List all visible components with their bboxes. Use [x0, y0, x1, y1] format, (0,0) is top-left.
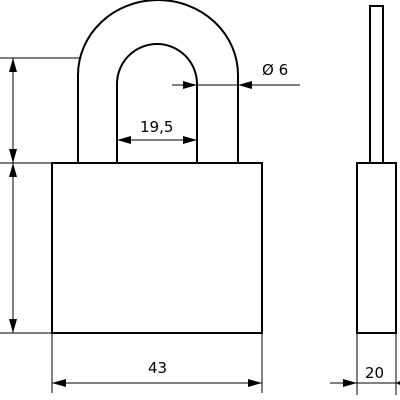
padlock-front-view — [51, 0, 263, 334]
side-body — [356, 162, 397, 334]
side-shackle — [369, 5, 384, 164]
vertical-dimensions — [0, 57, 80, 334]
shackle-inner-width-label: 19,5 — [140, 118, 173, 136]
shackle-inner — [116, 43, 198, 163]
padlock-body — [51, 162, 263, 334]
shackle-inner-width-dimension: 19,5 — [117, 118, 197, 144]
shackle-diameter-label: Ø 6 — [262, 61, 288, 79]
body-thickness-label: 20 — [365, 364, 384, 382]
shackle-diameter-dimension: Ø 6 — [172, 61, 300, 89]
shackle-outer — [77, 0, 239, 163]
body-width-label: 43 — [148, 359, 167, 377]
body-width-dimension: 43 — [51, 333, 263, 393]
body-thickness-dimension: 20 — [330, 333, 400, 395]
padlock-side-view — [356, 5, 397, 334]
